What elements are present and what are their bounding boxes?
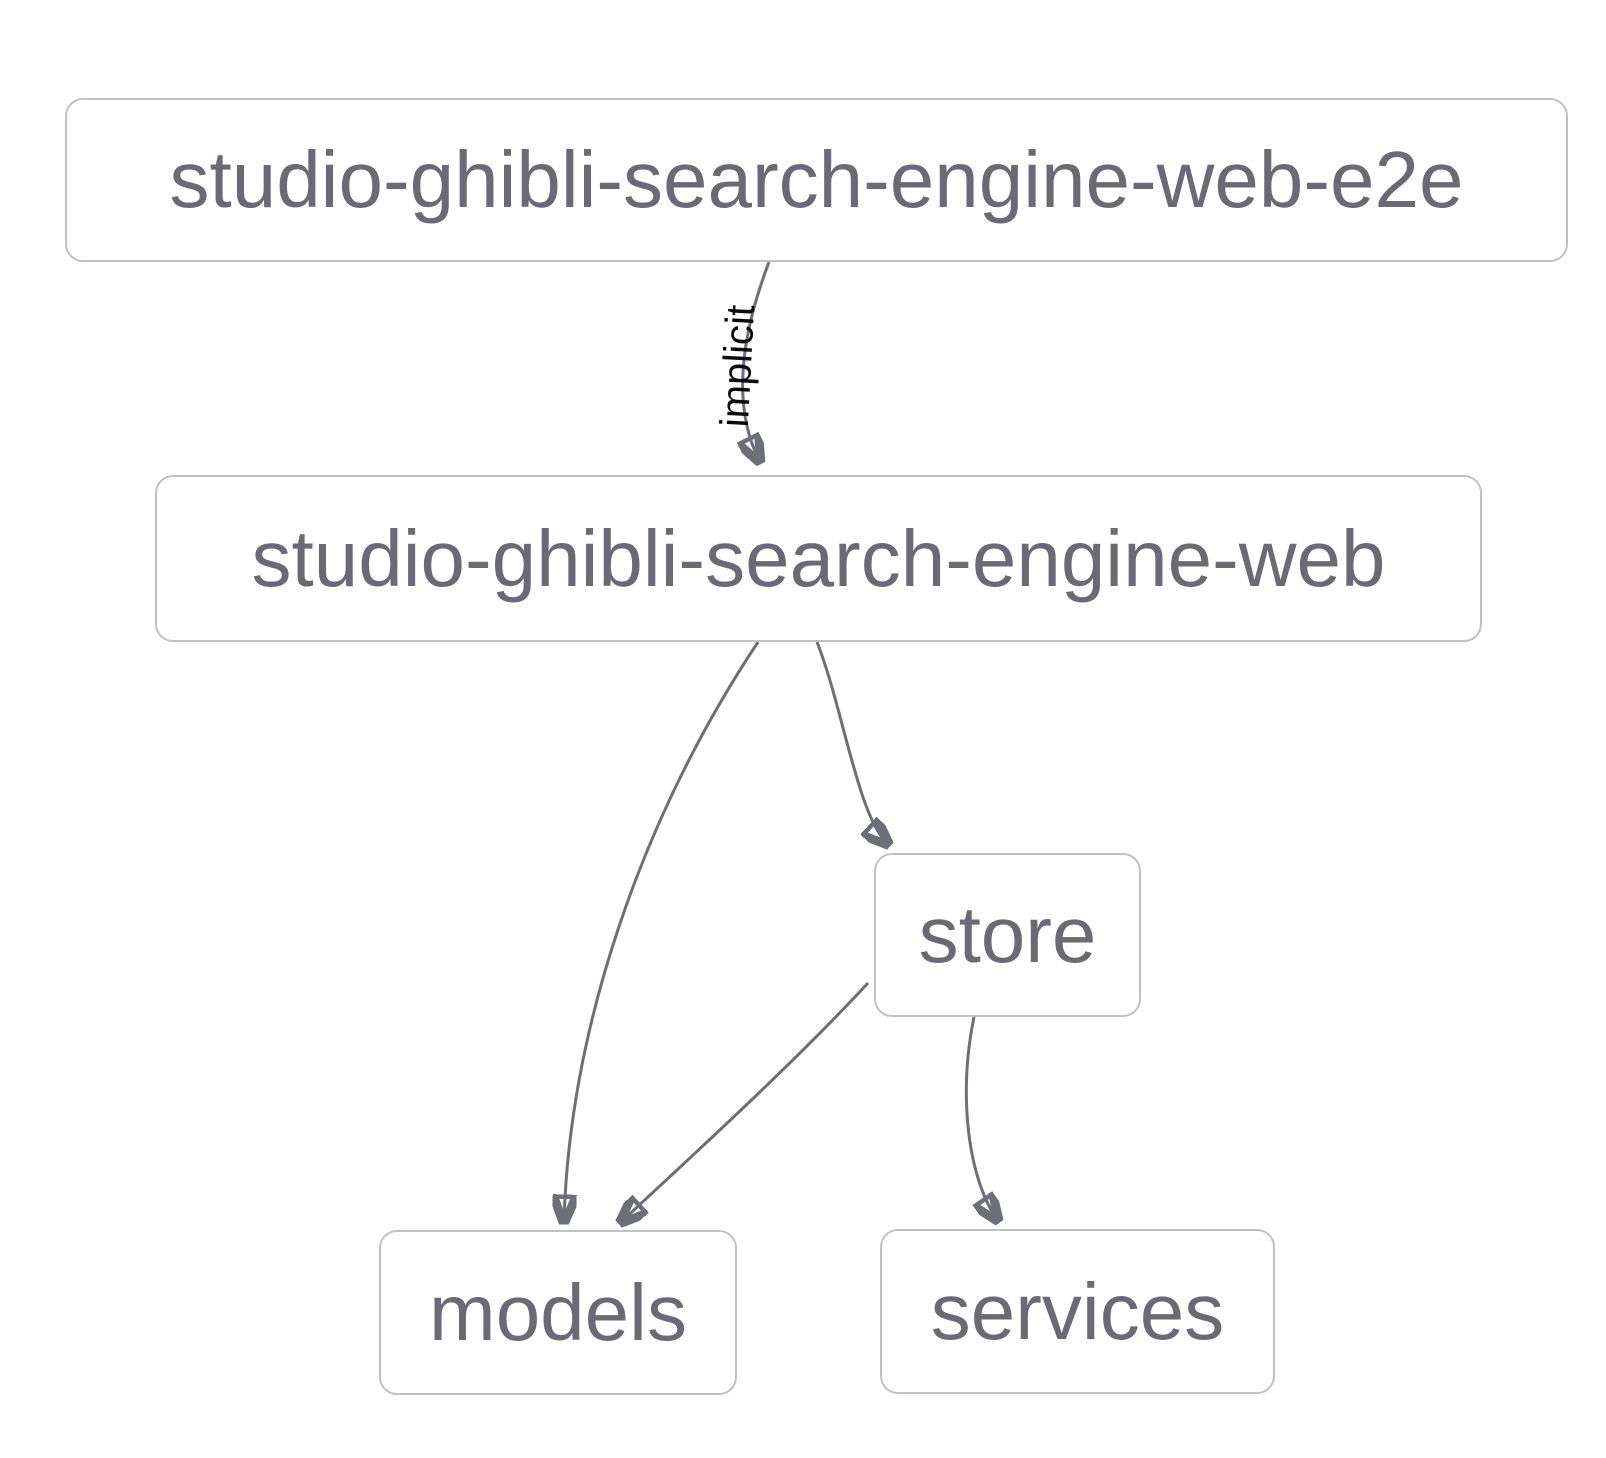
node-label: services: [930, 1266, 1225, 1356]
edge-store-to-models: [622, 981, 870, 1221]
node-services[interactable]: services: [880, 1229, 1275, 1394]
edge-e2e-to-web: [743, 261, 771, 460]
edge-web-to-models: [564, 641, 760, 1220]
node-label: studio-ghibli-search-engine-web-e2e: [169, 135, 1464, 224]
node-store[interactable]: store: [874, 853, 1141, 1017]
node-label: store: [918, 890, 1097, 979]
node-studio-ghibli-search-engine-web-e2e[interactable]: studio-ghibli-search-engine-web-e2e: [65, 98, 1568, 262]
node-label: models: [429, 1267, 687, 1357]
node-studio-ghibli-search-engine-web[interactable]: studio-ghibli-search-engine-web: [155, 475, 1482, 642]
node-models[interactable]: models: [379, 1230, 737, 1395]
edge-web-to-store: [815, 641, 887, 843]
node-label: studio-ghibli-search-engine-web: [251, 513, 1386, 603]
edge-label-implicit: implicit: [712, 303, 764, 429]
edge-store-to-services: [964, 1016, 997, 1219]
